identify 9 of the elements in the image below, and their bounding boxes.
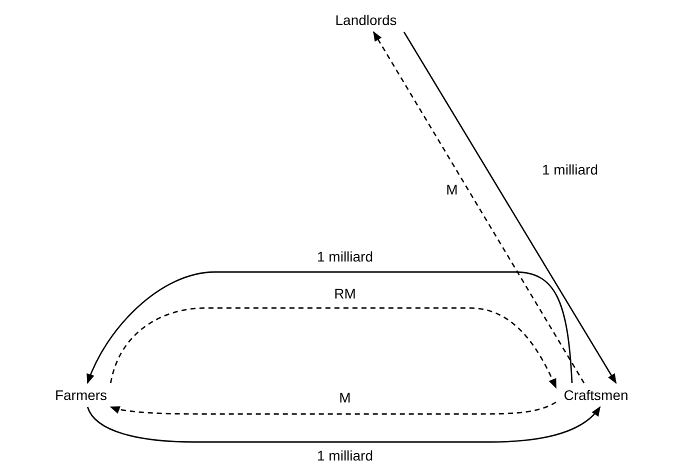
dashed-arrow <box>373 31 585 384</box>
arrow <box>86 406 601 443</box>
arrow <box>403 32 617 384</box>
actor-label: Craftsmen <box>556 383 636 407</box>
dashed-arrow <box>110 307 557 389</box>
arrow <box>86 271 573 384</box>
actor-label: Farmers <box>48 383 114 407</box>
actor-label: Landlords <box>328 8 404 32</box>
dashed-arrow <box>110 402 556 415</box>
